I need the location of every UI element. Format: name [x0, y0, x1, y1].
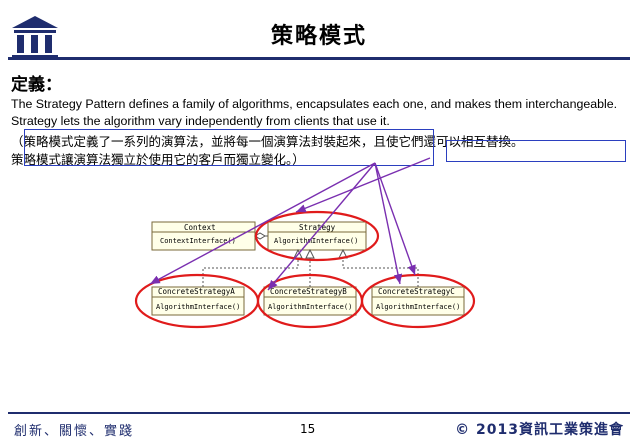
highlight-ellipse-concrete-c: [360, 273, 476, 329]
definition-english: The Strategy Pattern defines a family of…: [11, 97, 618, 128]
slide-title: 策略模式: [270, 24, 367, 49]
context-method: ContextInterface(): [160, 237, 236, 245]
definition-heading: 定義：: [11, 75, 62, 95]
footer-copyright: © 2013資訊工業策進會: [455, 422, 624, 438]
highlight-box-right: [446, 140, 626, 162]
concrete-a-name: ConcreteStrategyA: [158, 287, 235, 296]
concrete-c-method: AlgorithmInterface(): [376, 303, 460, 311]
uml-class-concrete-a: ConcreteStrategyA AlgorithmInterface(): [151, 286, 245, 316]
context-name: Context: [184, 223, 216, 232]
definition-chinese-line1: （策略模式定義了一系列的演算法，並將每一個演算法封裝起來，且使它們還可以相互替換…: [11, 134, 524, 149]
concrete-c-name: ConcreteStrategyC: [378, 287, 455, 296]
uml-class-concrete-b: ConcreteStrategyB AlgorithmInterface(): [263, 286, 357, 316]
uml-class-concrete-c: ConcreteStrategyC AlgorithmInterface(): [371, 286, 465, 316]
highlight-box-left: [24, 129, 434, 166]
concrete-a-method: AlgorithmInterface(): [156, 303, 240, 311]
footer-slogan: 創新、關懷、實踐: [14, 424, 135, 439]
uml-class-strategy: Strategy AlgorithmInterface(): [267, 221, 367, 251]
definition-chinese-line2: 策略模式讓演算法獨立於使用它的客戶而獨立變化。）: [11, 152, 305, 167]
header-divider: [8, 57, 630, 60]
highlight-ellipse-strategy: [254, 210, 380, 262]
page-number: 15: [300, 422, 316, 436]
footer-divider: [8, 412, 630, 414]
strategy-name: Strategy: [299, 223, 336, 232]
concrete-b-method: AlgorithmInterface(): [268, 303, 352, 311]
concrete-b-name: ConcreteStrategyB: [270, 287, 347, 296]
strategy-method: AlgorithmInterface(): [274, 237, 358, 245]
